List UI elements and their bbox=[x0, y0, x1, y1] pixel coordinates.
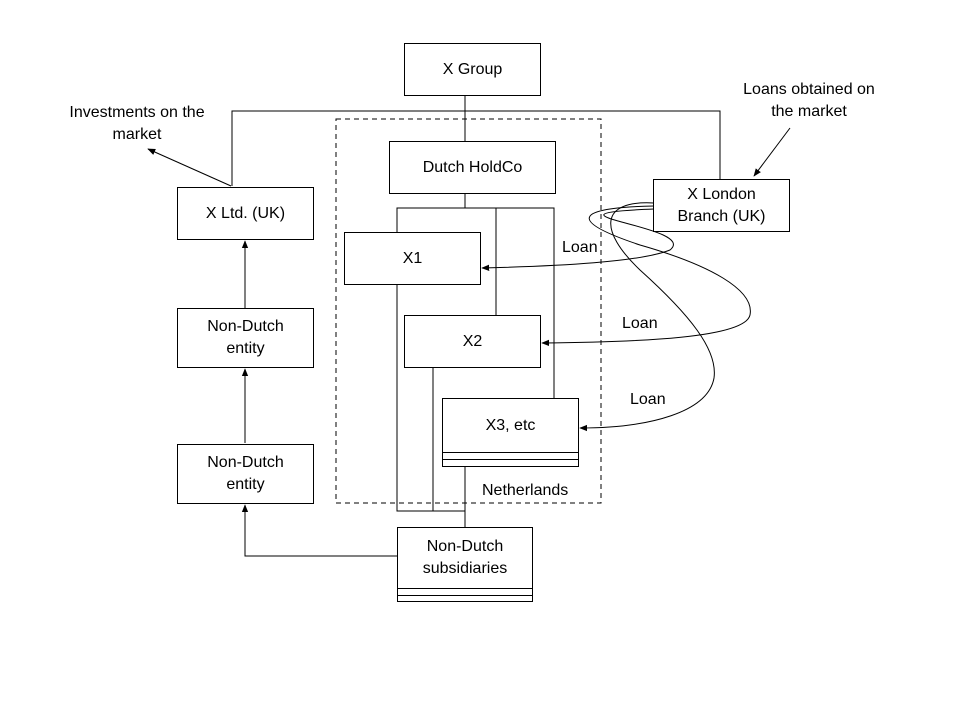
loan-arrow-x1 bbox=[481, 208, 674, 272]
x-group-label: X Group bbox=[442, 60, 503, 78]
x2-node: X2 bbox=[404, 315, 541, 368]
loan-arrow-x3 bbox=[579, 202, 715, 432]
nd-subs-to-entity-arrow bbox=[241, 504, 397, 557]
x-london-branch-node: X London Branch (UK) bbox=[653, 179, 790, 232]
xltd-to-investments-arrow bbox=[147, 148, 232, 187]
x1-node: X1 bbox=[344, 232, 481, 285]
x3-label: X3, etc bbox=[485, 416, 536, 434]
x2-label: X2 bbox=[462, 332, 483, 350]
loan-label-1: Loan bbox=[562, 239, 598, 256]
non-dutch-entity-lower-node: Non-Dutch entity bbox=[177, 444, 314, 504]
loan-label-2: Loan bbox=[622, 315, 658, 332]
x-group-node: X Group bbox=[404, 43, 541, 96]
dutch-holdco-node: Dutch HoldCo bbox=[389, 141, 556, 194]
non-dutch-entity-upper-node: Non-Dutch entity bbox=[177, 308, 314, 368]
non-dutch-entity-upper-label: Non-Dutch entity bbox=[207, 318, 284, 357]
loan-arrow-x2 bbox=[541, 205, 751, 347]
x1-label: X1 bbox=[402, 249, 423, 267]
x1-to-nd-subs-line bbox=[396, 285, 465, 512]
dutch-holdco-label: Dutch HoldCo bbox=[422, 158, 523, 176]
loans-obtained-label: Loans obtained on the market bbox=[743, 81, 875, 120]
group-to-uk-line bbox=[231, 110, 721, 186]
non-dutch-entity-lower-label: Non-Dutch entity bbox=[207, 454, 284, 493]
loan-label-3: Loan bbox=[630, 391, 666, 408]
x-london-branch-label: X London Branch (UK) bbox=[677, 185, 766, 225]
holdco-to-subs-bracket bbox=[396, 207, 555, 398]
netherlands-label: Netherlands bbox=[482, 482, 569, 499]
x-ltd-uk-node: X Ltd. (UK) bbox=[177, 187, 314, 240]
x3-node: X3, etc bbox=[442, 398, 579, 467]
x-ltd-uk-label: X Ltd. (UK) bbox=[205, 204, 286, 222]
non-dutch-subsidiaries-node: Non-Dutch subsidiaries bbox=[397, 527, 533, 602]
market-loans-arrow bbox=[753, 127, 791, 177]
investments-label: Investments on the market bbox=[69, 104, 205, 143]
non-dutch-subsidiaries-label: Non-Dutch subsidiaries bbox=[422, 538, 508, 577]
